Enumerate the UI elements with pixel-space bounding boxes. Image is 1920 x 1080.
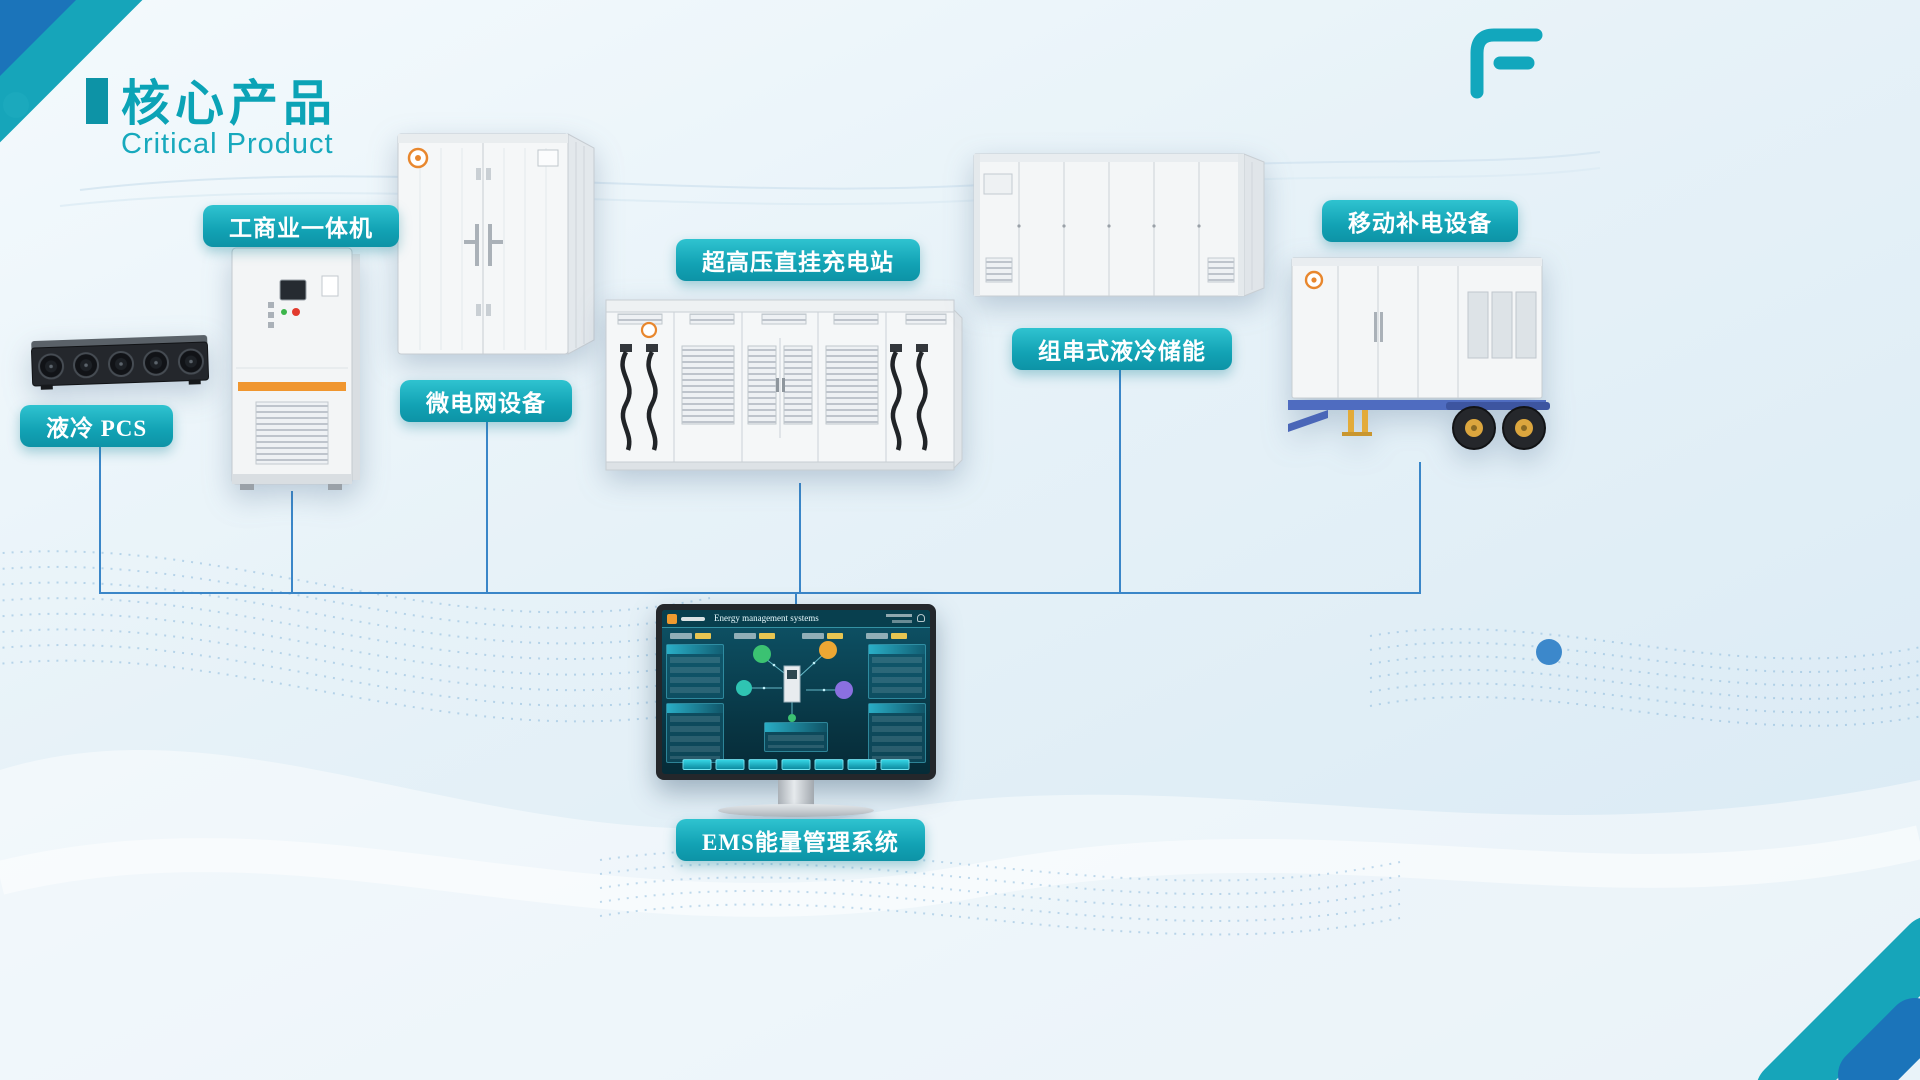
- connector-line: [99, 447, 101, 592]
- cabinet-illustration: [231, 247, 360, 490]
- string-storage-illustration: [973, 153, 1265, 297]
- product-label-microgrid: 微电网设备: [400, 380, 572, 422]
- status-item: [670, 633, 711, 639]
- dashboard-button: [847, 759, 877, 770]
- dashboard-date: [886, 614, 912, 617]
- data-panel: [764, 722, 828, 752]
- dashboard-button: [682, 759, 712, 770]
- mobile-recharger-illustration: [1288, 257, 1550, 450]
- edge-dot-decoration: [1536, 639, 1562, 665]
- product-label-string-storage: 组串式液冷储能: [1012, 328, 1232, 370]
- connector-line: [799, 483, 801, 592]
- connector-line: [291, 491, 293, 592]
- corner-decoration-top-left: [0, 0, 143, 143]
- device-charging-station: [604, 298, 964, 488]
- alarm-bell-icon: [917, 614, 925, 622]
- corner-decoration-bottom-right: [1758, 918, 1920, 1080]
- monitor-stand-base: [718, 804, 874, 817]
- product-label-mobile-recharger: 移动补电设备: [1322, 200, 1518, 242]
- status-item: [734, 633, 775, 639]
- product-label-all-in-one: 工商业一体机: [203, 205, 399, 247]
- device-string-storage: [972, 150, 1267, 310]
- dashboard-button: [814, 759, 844, 770]
- product-label-ems: EMS能量管理系统: [676, 819, 925, 861]
- product-label-charging-station: 超高压直挂充电站: [676, 239, 920, 281]
- connector-line: [1419, 462, 1421, 592]
- charging-station-illustration: [605, 299, 963, 471]
- product-label-liquid-cooled-pcs: 液冷 PCS: [20, 405, 174, 447]
- connector-line: [795, 592, 797, 612]
- pcs-illustration: [31, 335, 210, 390]
- monitor-frame: Energy management systems: [656, 604, 936, 780]
- microgrid-illustration: [397, 133, 595, 355]
- dashboard-button: [781, 759, 811, 770]
- dashboard-time: [892, 620, 912, 623]
- data-panel: [868, 644, 926, 699]
- connector-bus-line: [99, 592, 1421, 594]
- device-microgrid-container: [396, 128, 596, 365]
- dashboard-title: Energy management systems: [714, 613, 819, 623]
- energy-flow-diagram: [736, 641, 853, 722]
- dashboard-header: Energy management systems: [662, 610, 930, 628]
- title-accent-bar: [86, 78, 108, 124]
- data-panel: [868, 703, 926, 763]
- dashboard-button: [880, 759, 910, 770]
- status-item: [866, 633, 907, 639]
- ems-monitor: Energy management systems: [656, 604, 936, 817]
- dashboard-logo-icon: [667, 614, 677, 624]
- connector-line: [486, 421, 488, 592]
- connector-line: [1119, 368, 1121, 592]
- device-mobile-recharger: [1278, 252, 1568, 467]
- data-panel: [666, 703, 724, 763]
- status-item: [802, 633, 843, 639]
- brand-logo-icon: [1470, 28, 1543, 99]
- page-title: 核心产品: [121, 77, 338, 131]
- ems-dashboard-screen: Energy management systems: [662, 610, 930, 774]
- dashboard-logo-text: [681, 617, 705, 621]
- page-subtitle: Critical Product: [121, 128, 334, 160]
- device-all-in-one-cabinet: [226, 246, 366, 496]
- data-panel: [666, 644, 724, 699]
- dashboard-button-row: [682, 759, 910, 770]
- monitor-stand-neck: [778, 780, 814, 806]
- dashboard-button: [715, 759, 745, 770]
- device-liquid-cooled-pcs: [27, 327, 214, 400]
- dashboard-button: [748, 759, 778, 770]
